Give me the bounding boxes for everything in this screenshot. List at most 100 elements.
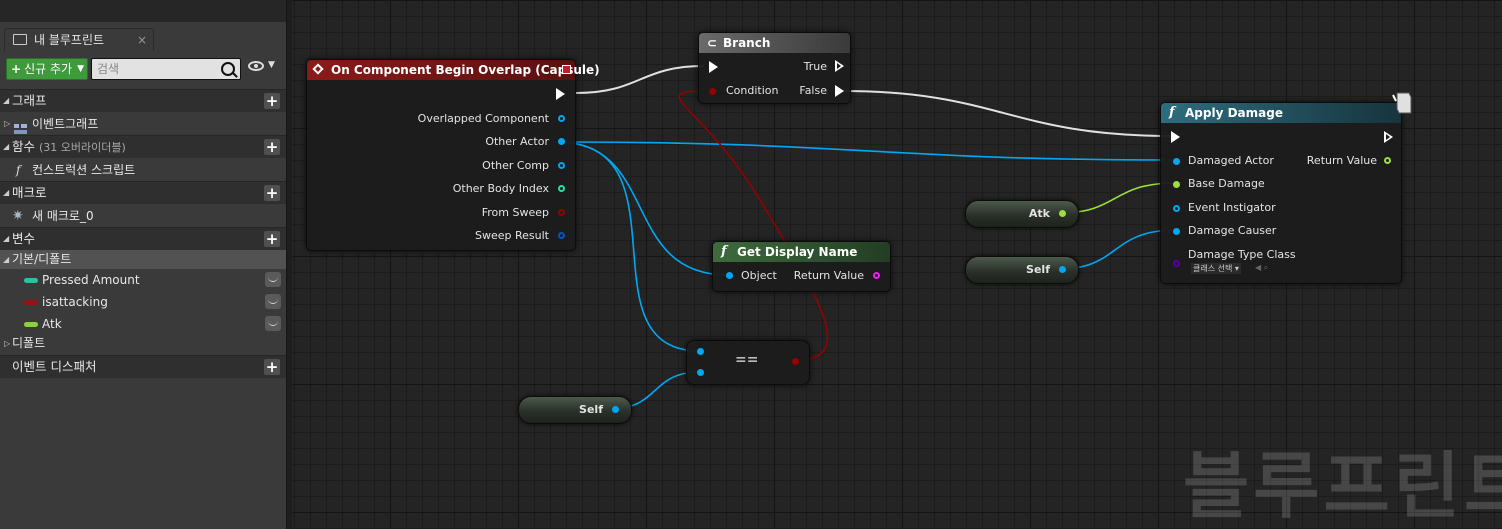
- list-item-event-graph[interactable]: ▷ 이벤트그래프: [0, 113, 286, 135]
- blueprint-watermark: 블루프린트: [1183, 444, 1502, 528]
- add-graph-button[interactable]: +: [264, 92, 280, 110]
- eye-icon[interactable]: [248, 61, 264, 71]
- node-get-display-name[interactable]: f Get Display Name Object Return Value: [712, 241, 891, 292]
- node-header[interactable]: f Apply Damage: [1161, 103, 1401, 123]
- node-self[interactable]: Self: [965, 256, 1079, 284]
- object-output-pin[interactable]: [558, 162, 565, 169]
- add-variable-button[interactable]: +: [264, 230, 280, 248]
- node-apply-damage[interactable]: f Apply Damage Damaged Actor Return Valu…: [1160, 92, 1412, 284]
- expand-triangle-icon[interactable]: ◢: [3, 142, 10, 151]
- object-input-pin[interactable]: [1173, 158, 1180, 165]
- browse-icon[interactable]: ◀ ⌕: [1255, 263, 1269, 272]
- section-variables[interactable]: ◢ 변수 +: [0, 227, 286, 250]
- node-title: Get Display Name: [737, 245, 858, 259]
- node-header[interactable]: On Component Begin Overlap (Capsule): [307, 60, 600, 80]
- visibility-toggle-icon[interactable]: [265, 316, 281, 331]
- close-icon[interactable]: ×: [136, 33, 147, 47]
- object-input-pin[interactable]: [1173, 205, 1180, 212]
- variable-item[interactable]: Pressed Amount: [0, 269, 286, 291]
- pin-label: Overlapped Component: [417, 112, 549, 125]
- exec-true-pin[interactable]: [835, 60, 844, 72]
- node-header[interactable]: f Get Display Name: [713, 242, 890, 262]
- event-graph-label: 이벤트그래프: [32, 117, 99, 131]
- variable-item[interactable]: Atk: [0, 313, 286, 335]
- object-output-pin[interactable]: [558, 115, 565, 122]
- var-label: Self: [579, 403, 603, 416]
- section-defaults[interactable]: ▷ 디폴트: [0, 334, 286, 354]
- bool-output-pin[interactable]: [558, 209, 565, 216]
- section-macros[interactable]: ◢ 매크로 +: [0, 181, 286, 204]
- object-input-pin[interactable]: [697, 369, 704, 376]
- variable-name: Pressed Amount: [42, 273, 140, 287]
- object-input-pin[interactable]: [726, 272, 733, 279]
- list-item-construction-script[interactable]: f 컨스트럭션 스크립트: [0, 159, 286, 181]
- section-event-dispatchers[interactable]: 이벤트 디스패처 +: [0, 355, 286, 378]
- section-graph[interactable]: ◢ 그래프 +: [0, 89, 286, 112]
- object-output-pin[interactable]: [612, 406, 619, 413]
- toolbar: +신규 추가▼ 검색 ▼: [0, 55, 286, 83]
- struct-output-pin[interactable]: [558, 232, 565, 239]
- expand-triangle-icon[interactable]: ◢: [3, 188, 10, 197]
- functions-label: 함수: [12, 139, 36, 154]
- node-equals[interactable]: ==: [686, 340, 810, 385]
- string-output-pin[interactable]: [873, 272, 880, 279]
- exec-input-pin[interactable]: [1171, 131, 1180, 143]
- variable-item[interactable]: isattacking: [0, 291, 286, 313]
- float-output-pin[interactable]: [1384, 157, 1391, 164]
- var-label: Atk: [1028, 207, 1050, 220]
- section-macros-label: 매크로: [12, 185, 47, 200]
- add-new-button[interactable]: +신규 추가▼: [6, 58, 88, 80]
- node-overlap-event[interactable]: On Component Begin Overlap (Capsule) Ove…: [306, 59, 600, 251]
- expand-triangle-icon[interactable]: ◢: [3, 96, 10, 105]
- tab-my-blueprint[interactable]: 내 블루프린트 ×: [4, 28, 154, 51]
- add-macro-button[interactable]: +: [264, 184, 280, 202]
- object-output-pin[interactable]: [1059, 266, 1066, 273]
- class-input-pin[interactable]: [1173, 260, 1180, 267]
- variable-category-default[interactable]: ◢ 기본/디폴트: [0, 250, 286, 269]
- add-function-button[interactable]: +: [264, 138, 280, 156]
- exec-input-pin[interactable]: [709, 61, 718, 73]
- node-title: Apply Damage: [1185, 106, 1283, 120]
- pin-label: Return Value: [1306, 154, 1377, 167]
- expand-triangle-icon[interactable]: ◢: [3, 255, 10, 264]
- functions-override-count: (31 오버라이더블): [39, 141, 126, 154]
- chevron-down-icon[interactable]: ▼: [268, 60, 275, 70]
- object-output-pin[interactable]: [558, 138, 565, 145]
- visibility-toggle-icon[interactable]: [265, 272, 281, 287]
- collapse-triangle-icon[interactable]: ▷: [4, 119, 11, 128]
- class-select-dropdown[interactable]: 클래스 선택 ▾: [1191, 263, 1241, 274]
- expand-triangle-icon[interactable]: ◢: [3, 234, 10, 243]
- pin-label: True: [803, 60, 827, 73]
- delegate-icon[interactable]: [562, 65, 571, 74]
- visibility-toggle-icon[interactable]: [265, 294, 281, 309]
- float-input-pin[interactable]: [1173, 181, 1180, 188]
- pin-label: Return Value: [793, 269, 864, 282]
- section-functions[interactable]: ◢ 함수 (31 오버라이더블) +: [0, 135, 286, 158]
- search-input[interactable]: 검색: [91, 58, 241, 80]
- object-input-pin[interactable]: [697, 348, 704, 355]
- node-self[interactable]: Self: [518, 396, 632, 424]
- node-header[interactable]: ⊂ Branch: [699, 33, 850, 53]
- equals-symbol: ==: [735, 352, 759, 368]
- bool-input-pin[interactable]: [709, 88, 716, 95]
- variable-name: Atk: [42, 317, 62, 331]
- collapse-triangle-icon[interactable]: ▷: [4, 339, 11, 348]
- list-item-macro[interactable]: ✷ 새 매크로_0: [0, 205, 286, 227]
- construction-script-label: 컨스트럭션 스크립트: [32, 163, 136, 177]
- exec-output-pin[interactable]: [1384, 131, 1393, 143]
- search-icon[interactable]: [221, 62, 235, 76]
- float-output-pin[interactable]: [1059, 210, 1066, 217]
- chevron-down-icon: ▼: [77, 64, 84, 74]
- int-output-pin[interactable]: [558, 185, 565, 192]
- node-get-atk[interactable]: Atk: [965, 200, 1079, 228]
- event-graph-icon: [14, 119, 27, 134]
- defaults-label: 디폴트: [12, 336, 46, 350]
- node-branch[interactable]: ⊂ Branch True Condition False: [698, 32, 851, 104]
- pin-label: Damage Type Class: [1188, 248, 1296, 261]
- add-new-label: 신규 추가: [24, 62, 73, 76]
- exec-false-pin[interactable]: [835, 85, 844, 97]
- object-input-pin[interactable]: [1173, 228, 1180, 235]
- add-event-dispatcher-button[interactable]: +: [264, 358, 280, 376]
- bool-output-pin[interactable]: [792, 358, 799, 365]
- exec-output-pin[interactable]: [556, 88, 565, 100]
